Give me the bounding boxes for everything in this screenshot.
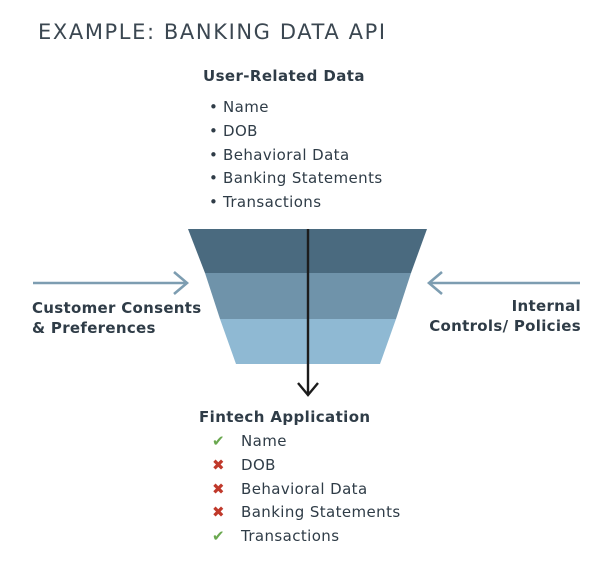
user-data-item-label: Transactions — [223, 193, 322, 212]
fintech-item: ✖ DOB — [212, 454, 401, 478]
user-data-item-label: Behavioral Data — [223, 145, 350, 164]
fintech-item: ✖ Banking Statements — [212, 501, 401, 525]
fintech-item: ✔ Transactions — [212, 525, 401, 549]
user-data-heading: User-Related Data — [203, 67, 365, 85]
internal-controls-line2: Controls/ Policies — [429, 317, 581, 335]
cross-icon: ✖ — [212, 479, 225, 498]
fintech-list: ✔ Name ✖ DOB ✖ Behavioral Data ✖ Banking Sta… — [212, 430, 401, 549]
fintech-item: ✔ Name — [212, 430, 401, 454]
bullet-icon: • — [209, 98, 219, 116]
user-data-item-label: Name — [223, 98, 269, 116]
right-arrow-icon — [33, 271, 190, 295]
internal-controls-label: Internal Controls/ Policies — [429, 296, 581, 336]
user-data-list: •Name •DOB •Behavioral Data •Banking Sta… — [209, 96, 383, 215]
bullet-icon: • — [209, 121, 219, 140]
user-data-item: •Banking Statements — [209, 167, 383, 191]
user-data-item: •DOB — [209, 120, 383, 144]
bullet-icon: • — [209, 145, 219, 164]
page-title: EXAMPLE: BANKING DATA API — [38, 20, 387, 44]
bullet-icon: • — [209, 169, 219, 188]
fintech-item-label: Name — [241, 432, 287, 450]
customer-consents-line1: Customer Consents — [32, 299, 202, 317]
fintech-item-label: Behavioral Data — [241, 479, 368, 498]
bullet-icon: • — [209, 193, 219, 212]
fintech-item-label: DOB — [241, 455, 276, 474]
check-icon: ✔ — [212, 432, 225, 450]
customer-consents-label: Customer Consents & Preferences — [32, 298, 202, 338]
cross-icon: ✖ — [212, 455, 225, 474]
down-arrow-icon — [297, 229, 319, 397]
fintech-item: ✖ Behavioral Data — [212, 478, 401, 502]
user-data-item-label: Banking Statements — [223, 169, 383, 188]
left-arrow-icon — [426, 271, 580, 295]
user-data-item-label: DOB — [223, 121, 258, 140]
fintech-item-label: Banking Statements — [241, 503, 401, 522]
user-data-item: •Transactions — [209, 191, 383, 215]
user-data-item: •Name — [209, 96, 383, 120]
cross-icon: ✖ — [212, 503, 225, 522]
internal-controls-line1: Internal — [511, 297, 581, 315]
fintech-item-label: Transactions — [241, 527, 340, 546]
user-data-item: •Behavioral Data — [209, 144, 383, 168]
customer-consents-line2: & Preferences — [32, 319, 156, 337]
check-icon: ✔ — [212, 527, 225, 546]
fintech-heading: Fintech Application — [199, 408, 371, 426]
